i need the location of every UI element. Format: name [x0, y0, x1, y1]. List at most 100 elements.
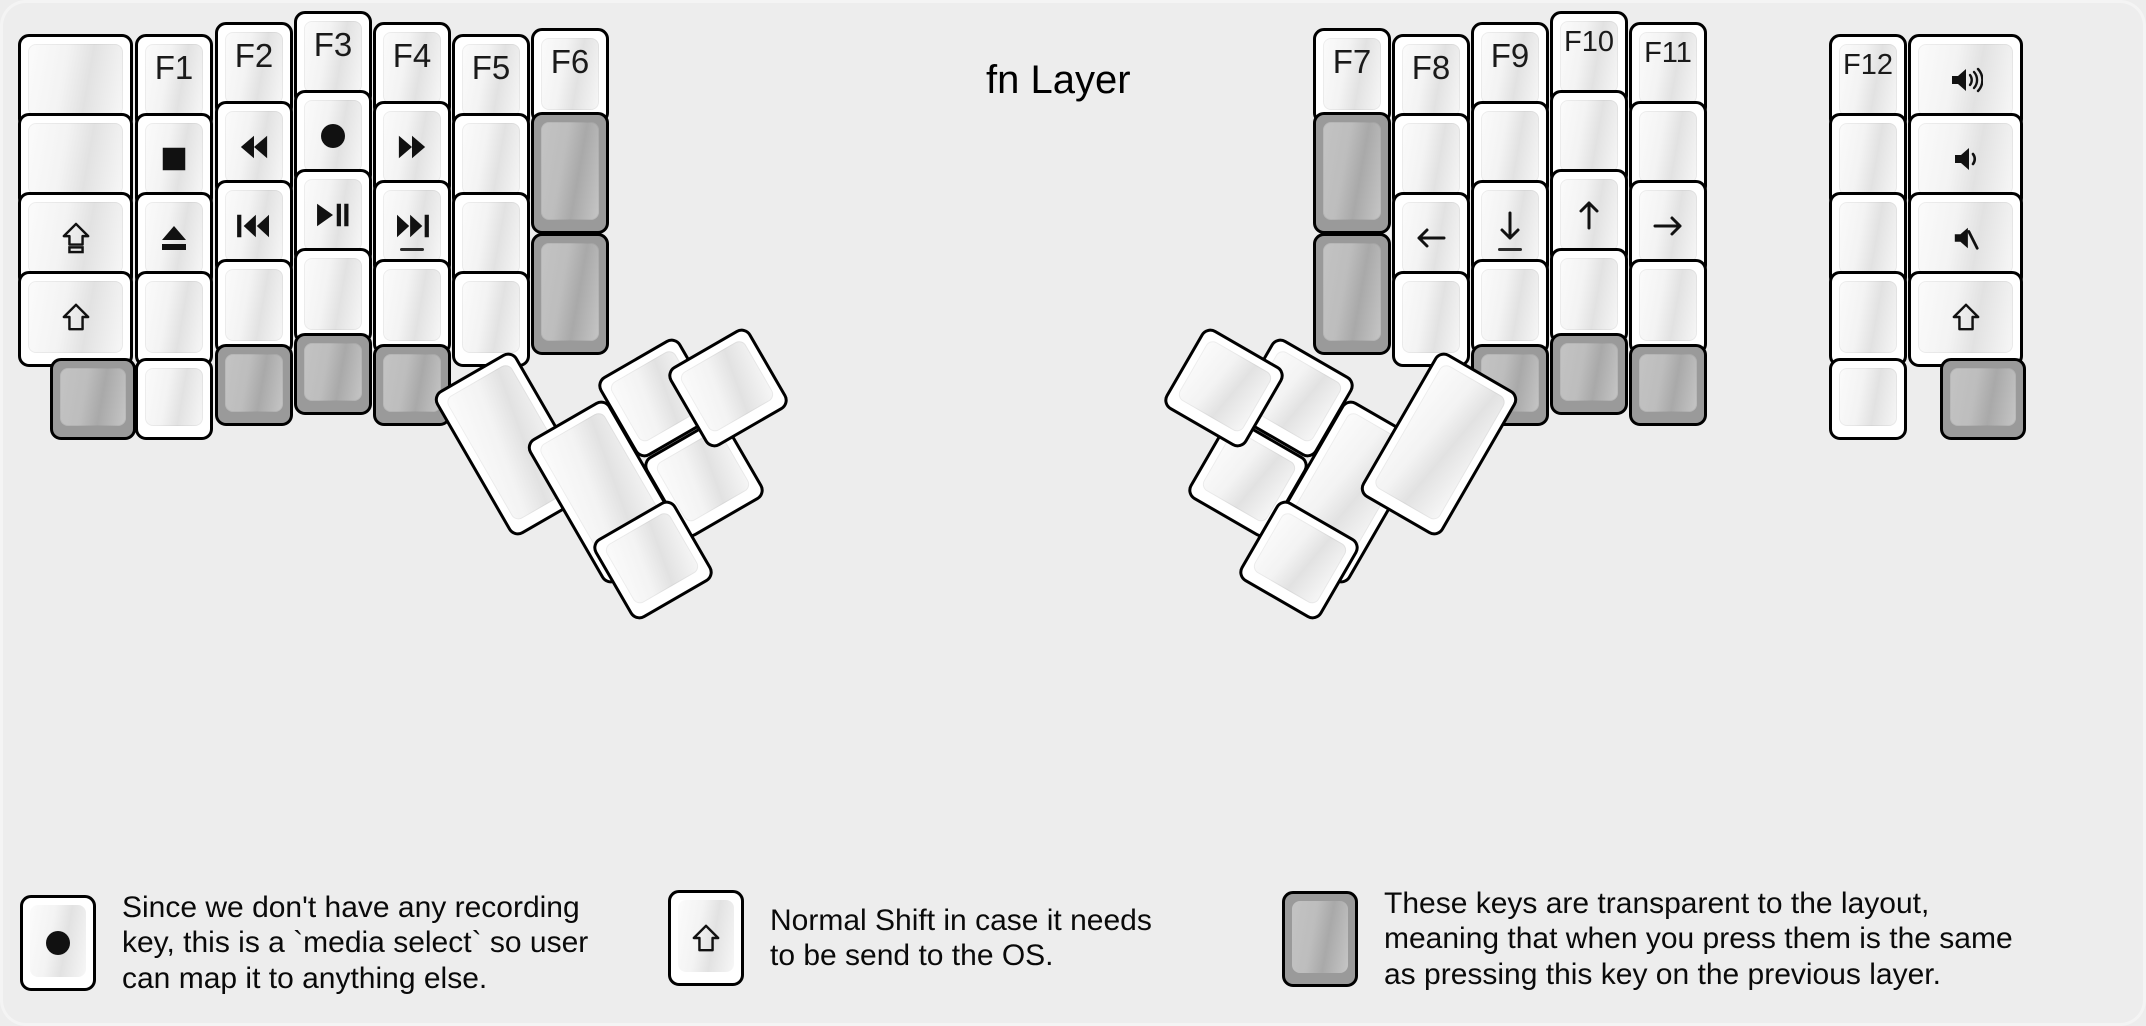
key-l-c7-r2[interactable] — [531, 112, 609, 234]
keycap-face — [225, 32, 283, 104]
home-row-bump — [400, 248, 424, 251]
key-l-c3-r5[interactable] — [215, 344, 293, 426]
key-legend — [1832, 274, 1904, 364]
key-r-c4-r1[interactable]: F10 — [1550, 11, 1628, 107]
key-legend — [534, 236, 606, 352]
key-r-c6-r4[interactable] — [1829, 271, 1907, 367]
key-l-c5-r2[interactable] — [373, 101, 451, 197]
key-legend — [21, 37, 130, 127]
key-legend — [1911, 37, 2020, 127]
key-r-c4-r3[interactable] — [1550, 169, 1628, 265]
key-r-c4-r5[interactable] — [1550, 333, 1628, 415]
key-l-c1-r4[interactable] — [18, 271, 133, 367]
key-l-c7-r1[interactable]: F6 — [531, 28, 609, 124]
key-l-c1-r3[interactable] — [18, 192, 133, 288]
key-l-c7-r3[interactable] — [531, 233, 609, 355]
key-l-c2-r1[interactable]: F1 — [135, 34, 213, 130]
keycap-face — [1639, 269, 1697, 341]
key-l-c5-r4[interactable] — [373, 259, 451, 355]
key-r-c2-r1[interactable]: F8 — [1392, 34, 1470, 130]
keycap-face — [678, 900, 734, 972]
key-l-c4-r3[interactable] — [294, 169, 372, 265]
key-l-c2-r5[interactable] — [135, 358, 213, 440]
keycap-face — [1639, 111, 1697, 183]
key-r-c1-r3[interactable] — [1313, 233, 1391, 355]
key-r-c2-r3[interactable] — [1392, 192, 1470, 288]
keycap-face — [304, 343, 362, 401]
key-r-c7-r5[interactable] — [1940, 358, 2026, 440]
caps-lock-icon — [62, 222, 89, 254]
key-r-c7-r4[interactable] — [1908, 271, 2023, 367]
key-l-c6-r1[interactable]: F5 — [452, 34, 530, 130]
key-r-c5-r4[interactable] — [1629, 259, 1707, 355]
key-l-c6-r4[interactable] — [452, 271, 530, 367]
key-legend — [671, 893, 741, 983]
key-l-c1-r1[interactable] — [18, 34, 133, 130]
keycap-face — [1639, 354, 1697, 412]
key-l-c3-r1[interactable]: F2 — [215, 22, 293, 118]
rewind-icon — [240, 135, 268, 159]
keycap-face — [1402, 281, 1460, 353]
keycap-face — [1560, 258, 1618, 330]
key-r-c5-r1[interactable]: F11 — [1629, 22, 1707, 118]
key-r-c2-r4[interactable] — [1392, 271, 1470, 367]
key-r-c3-r4[interactable] — [1471, 259, 1549, 355]
play-pause-icon — [317, 203, 349, 227]
key-r-c5-r3[interactable] — [1629, 180, 1707, 276]
keycap-face — [28, 44, 123, 116]
keycap-face — [28, 123, 123, 195]
keycap-face — [1481, 269, 1539, 341]
page-title: fn Layer — [986, 58, 1131, 102]
key-r-c4-r4[interactable] — [1550, 248, 1628, 344]
key-r-c6-r2[interactable] — [1829, 113, 1907, 209]
key-r-c7-r2[interactable] — [1908, 113, 2023, 209]
key-l-c5-r3[interactable] — [373, 180, 451, 276]
key-l-c2-r3[interactable] — [135, 192, 213, 288]
keycap-face — [1323, 243, 1381, 341]
key-l-c6-r2[interactable] — [452, 113, 530, 209]
key-legend: F11 — [1644, 37, 1692, 69]
key-l-c3-r2[interactable] — [215, 101, 293, 197]
key-l-c3-r4[interactable] — [215, 259, 293, 355]
key-r-c5-r2[interactable] — [1629, 101, 1707, 197]
keycap-face — [383, 354, 441, 412]
key-r-c5-r5[interactable] — [1629, 344, 1707, 426]
key-l-c1-r5[interactable] — [50, 358, 136, 440]
key-l-c2-r2[interactable] — [135, 113, 213, 209]
key-r-c1-r1[interactable]: F7 — [1313, 28, 1391, 124]
key-legend — [1832, 195, 1904, 285]
key-l-c3-r3[interactable] — [215, 180, 293, 276]
key-l-c4-r1[interactable]: F3 — [294, 11, 372, 107]
keycap-face — [1839, 368, 1897, 426]
keycap-face — [1918, 281, 2013, 353]
key-legend — [1395, 116, 1467, 206]
key-r-c3-r1[interactable]: F9 — [1471, 22, 1549, 118]
key-l-c5-r1[interactable]: F4 — [373, 22, 451, 118]
key-r-c7-r1[interactable] — [1908, 34, 2023, 130]
key-legend — [1832, 361, 1904, 437]
keycap-face — [1560, 21, 1618, 93]
key-legend: F12 — [1843, 49, 1893, 81]
key-legend: F7 — [1332, 43, 1372, 80]
key-r-c3-r3[interactable] — [1471, 180, 1549, 276]
key-r-c1-r2[interactable] — [1313, 112, 1391, 234]
key-legend — [1943, 361, 2023, 437]
key-r-c6-r5[interactable] — [1829, 358, 1907, 440]
key-l-c2-r4[interactable] — [135, 271, 213, 367]
key-legend — [218, 347, 290, 423]
key-legend — [138, 274, 210, 364]
key-l-c6-r3[interactable] — [452, 192, 530, 288]
key-l-c4-r5[interactable] — [294, 333, 372, 415]
key-legend — [1911, 195, 2020, 285]
key-r-c3-r2[interactable] — [1471, 101, 1549, 197]
keycap-face — [1323, 122, 1381, 220]
key-legend: F4 — [392, 37, 432, 74]
key-legend: F10 — [1564, 26, 1614, 58]
key-l-c5-r5[interactable] — [373, 344, 451, 426]
key-r-c3-r5[interactable] — [1471, 344, 1549, 426]
keycap-face — [1839, 44, 1897, 116]
key-l-c4-r4[interactable] — [294, 248, 372, 344]
keycap-face — [462, 202, 520, 274]
keycap-face — [304, 258, 362, 330]
key-legend — [455, 195, 527, 285]
